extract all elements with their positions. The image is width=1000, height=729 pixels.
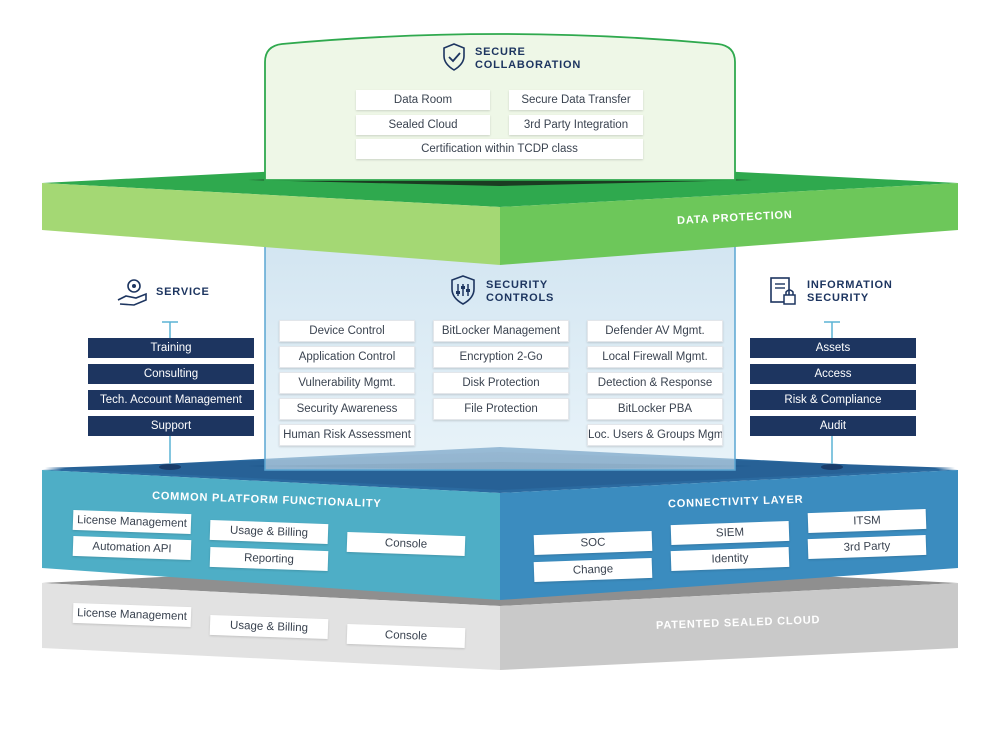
control-item: Human Risk Assessment (279, 424, 415, 446)
security-controls-title: SECURITY CONTROLS (486, 279, 555, 304)
connectivity-item: Identity (670, 546, 790, 572)
control-item: Local Firewall Mgmt. (587, 346, 723, 368)
collab-item: Secure Data Transfer (509, 90, 643, 110)
collab-item: Data Room (356, 90, 490, 110)
platform-item: Console (346, 531, 466, 557)
control-item: Application Control (279, 346, 415, 368)
control-item: Vulnerability Mgmt. (279, 372, 415, 394)
control-item: Disk Protection (433, 372, 569, 394)
control-item: Security Awareness (279, 398, 415, 420)
information-security-title: INFORMATION SECURITY (807, 279, 893, 304)
control-item: BitLocker Management (433, 320, 569, 342)
sealed-cloud-item: License Management (72, 602, 192, 628)
infosec-item-audit[interactable]: Audit (750, 416, 916, 436)
collab-item: Sealed Cloud (356, 115, 490, 135)
sealed-cloud-item: Usage & Billing (209, 614, 329, 640)
connectivity-item: Change (533, 557, 653, 583)
service-title: SERVICE (156, 286, 210, 298)
infosec-item-risk[interactable]: Risk & Compliance (750, 390, 916, 410)
control-item: Device Control (279, 320, 415, 342)
collab-item: 3rd Party Integration (509, 115, 643, 135)
service-item-support[interactable]: Support (88, 416, 254, 436)
control-item: Loc. Users & Groups Mgmt. (587, 424, 723, 446)
connectivity-item: SOC (533, 530, 653, 556)
connectivity-item: SIEM (670, 520, 790, 546)
control-item: Encryption 2-Go (433, 346, 569, 368)
sealed-cloud-item: Console (346, 623, 466, 649)
shield-sliders-icon (449, 274, 477, 311)
collab-item: Certification within TCDP class (356, 139, 643, 159)
hand-gear-icon (116, 276, 150, 313)
secure-collaboration-title: SECURE COLLABORATION (475, 46, 582, 71)
control-item: Detection & Response (587, 372, 723, 394)
document-lock-icon (768, 276, 798, 313)
service-item-tam[interactable]: Tech. Account Management (88, 390, 254, 410)
control-item: BitLocker PBA (587, 398, 723, 420)
infosec-item-assets[interactable]: Assets (750, 338, 916, 358)
connectivity-item: 3rd Party (807, 534, 927, 560)
connectivity-item: ITSM (807, 508, 927, 534)
platform-item: Reporting (209, 546, 329, 572)
connector-lines (162, 321, 840, 466)
handshake-shield-icon (440, 42, 468, 79)
control-item: Defender AV Mgmt. (587, 320, 723, 342)
control-item: File Protection (433, 398, 569, 420)
infosec-item-access[interactable]: Access (750, 364, 916, 384)
service-item-training[interactable]: Training (88, 338, 254, 358)
platform-item: Automation API (72, 535, 192, 561)
platform-item: Usage & Billing (209, 519, 329, 545)
service-item-consulting[interactable]: Consulting (88, 364, 254, 384)
platform-item: License Management (72, 509, 192, 535)
